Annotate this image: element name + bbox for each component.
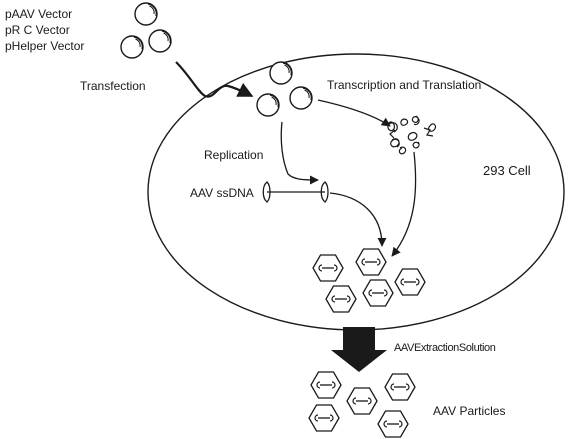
cell-capsid-icon-1 [312,254,344,282]
transcription-arrow [317,99,391,127]
aav-particles-label: AAV Particles [433,404,505,418]
protein-tangle-icon [387,115,437,155]
paav-plasmid-icon [134,2,158,26]
cell-capsid-icon-3 [394,268,426,296]
cell-plasmid-icon-2 [256,93,280,117]
cell-capsid-icon-4 [325,285,357,313]
transfection-arrow [175,61,254,98]
extraction-solution-label: AAVExtractionSolution [394,342,496,354]
particle-capsid-icon-4 [308,404,340,432]
particle-capsid-icon-2 [346,387,378,415]
block-down-arrow-icon [331,327,387,372]
transcription-translation-label: Transcription and Translation [327,78,481,92]
cell-capsid-icon-2 [355,248,387,276]
replication-label: Replication [204,148,263,162]
phelper-vector-label: pHelper Vector [5,39,84,53]
transfection-label: Transfection [80,79,146,93]
prc-vector-label: pR C Vector [5,23,70,37]
cell-293-label: 293 Cell [483,163,531,178]
protein-to-capsid-arrow [391,151,417,257]
aav-ssdna-icon [262,181,329,203]
cell-plasmid-icon-3 [289,86,313,110]
prc-plasmid-icon [120,35,144,59]
cell-capsid-icon-5 [362,279,394,307]
replication-arrow [280,121,319,185]
ssdna-to-capsid-arrow [329,192,387,247]
particle-capsid-icon-3 [384,373,416,401]
cell-plasmid-icon-1 [269,61,293,85]
paav-vector-label: pAAV Vector [5,7,72,21]
particle-capsid-icon-5 [377,410,409,438]
particle-capsid-icon-1 [310,371,342,399]
aav-ssdna-label: AAV ssDNA [190,186,254,200]
phelper-plasmid-icon [148,29,172,53]
